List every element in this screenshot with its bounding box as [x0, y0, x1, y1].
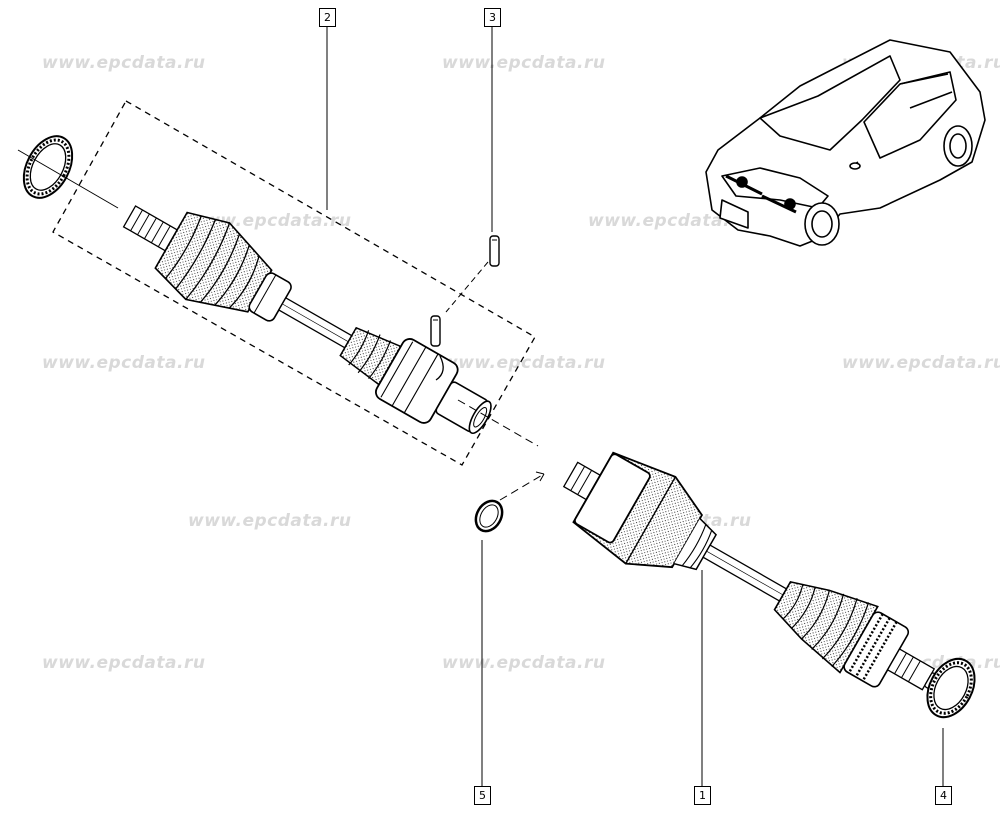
watermark: www.epcdata.ru [42, 653, 206, 673]
callout-3[interactable]: 3 [484, 8, 501, 27]
callout-2[interactable]: 2 [319, 8, 336, 27]
callout-1[interactable]: 1 [694, 786, 711, 805]
drive-shaft-left-icon [122, 205, 492, 435]
watermark: www.epcdata.ru [442, 53, 606, 73]
watermark: www.epcdata.ru [188, 511, 352, 531]
tone-ring-right-icon [926, 657, 976, 719]
watermark: www.epcdata.ru [588, 211, 752, 231]
o-ring-seal-icon [474, 499, 504, 533]
vehicle-icon [705, 39, 986, 247]
roll-pin-icon [430, 235, 500, 347]
watermark: www.epcdata.ru [442, 653, 606, 673]
callout-4[interactable]: 4 [935, 786, 952, 805]
leader-lines [326, 26, 944, 786]
watermark: www.epcdata.ru [42, 53, 206, 73]
kit-outline-dashed [52, 100, 536, 466]
drive-shaft-right-icon [562, 451, 947, 695]
callout-5[interactable]: 5 [474, 786, 491, 805]
watermark: www.epcdata.ru [42, 353, 206, 373]
watermark: www.epcdata.ru [842, 353, 1000, 373]
watermark: www.epcdata.ru [442, 353, 606, 373]
